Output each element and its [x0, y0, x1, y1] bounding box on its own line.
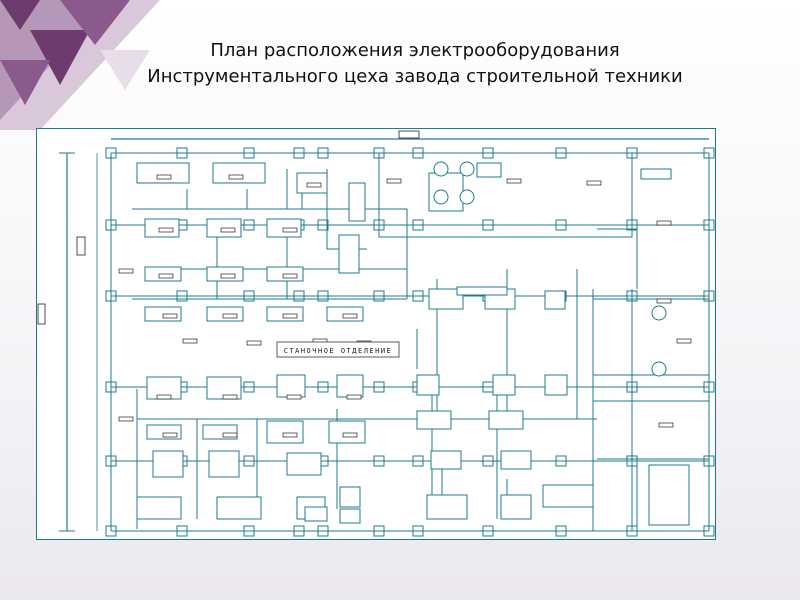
machine-tag [656, 220, 672, 226]
dimension-lines [37, 130, 709, 532]
machine-tag [282, 313, 298, 319]
machine [544, 374, 568, 396]
floor-plan: СТАНОЧНОЕ ОТДЕЛЕНИЕ [37, 130, 715, 537]
floor-plan-frame: СТАНОЧНОЕ ОТДЕЛЕНИЕ [36, 128, 716, 540]
machine [348, 182, 366, 222]
machine-tag [158, 273, 174, 279]
dimension-label-left [37, 303, 46, 325]
machine-tag [220, 273, 236, 279]
machine-tag [222, 394, 238, 400]
machines [118, 161, 692, 526]
walls [110, 152, 710, 532]
slide-title: План расположения электрооборудования Ин… [60, 38, 770, 90]
machine-tag [118, 268, 134, 274]
machine-tag [306, 182, 322, 188]
machine-tag [246, 340, 262, 346]
machine-tag [586, 180, 602, 186]
machine [339, 486, 361, 508]
motor-symbol [459, 189, 475, 205]
machine-tag [156, 174, 172, 180]
machine-tag [158, 227, 174, 233]
cable-route [597, 458, 638, 529]
machine [339, 508, 361, 524]
machine [430, 450, 462, 470]
machine [648, 464, 690, 526]
machine-tag [656, 298, 672, 304]
machine [416, 410, 452, 430]
machine-tag [386, 178, 402, 184]
machine-tag [676, 338, 692, 344]
machine-tag [282, 432, 298, 438]
dimension-label-top [398, 130, 420, 139]
machine [266, 420, 304, 444]
dimension-label-left-inner [76, 236, 86, 256]
machine [544, 290, 566, 310]
machine [276, 374, 306, 398]
motor-symbol [433, 189, 449, 205]
machine [216, 496, 262, 520]
machine [328, 420, 366, 444]
motor-symbol [651, 361, 667, 377]
machine-tag [286, 394, 302, 400]
cable-route [597, 228, 638, 289]
title-line-2: Инструментального цеха завода строительн… [147, 66, 683, 87]
machine-tag [222, 432, 238, 438]
motor-symbol [459, 161, 475, 177]
wall-room-top-right [378, 153, 633, 238]
machine [152, 450, 184, 478]
machine [212, 162, 266, 184]
motor-symbol [433, 161, 449, 177]
machine-tag [118, 416, 134, 422]
machine-tag [282, 273, 298, 279]
machine-tag [282, 227, 298, 233]
machine [136, 162, 190, 184]
machine [428, 288, 464, 310]
machine [640, 168, 672, 180]
center-label: СТАНОЧНОЕ ОТДЕЛЕНИЕ [284, 347, 393, 355]
center-label-box [276, 341, 400, 358]
corner-decoration [0, 0, 160, 130]
machine [208, 450, 240, 478]
machine [492, 374, 516, 396]
machine-tag [342, 313, 358, 319]
machine [336, 374, 364, 398]
machine-tag [506, 178, 522, 184]
machine [304, 506, 328, 522]
machine-tag [342, 432, 358, 438]
machine-tag [182, 338, 198, 344]
title-line-1: План расположения электрооборудования [210, 40, 620, 61]
machine [286, 452, 322, 476]
machine-tag [220, 227, 236, 233]
motor-symbol [651, 305, 667, 321]
machine [456, 286, 508, 296]
machine [500, 450, 532, 470]
machine [338, 234, 360, 274]
machine [426, 494, 468, 520]
machine [500, 494, 532, 520]
machine [542, 484, 594, 508]
machine-tag [228, 174, 244, 180]
machine [488, 410, 524, 430]
machine-tag [156, 394, 172, 400]
machine-tag [162, 313, 178, 319]
machine-tag [162, 432, 178, 438]
machine-tag [222, 313, 238, 319]
machine [136, 496, 182, 520]
machine [476, 162, 502, 178]
machine-tag [346, 394, 362, 400]
machine [416, 374, 440, 396]
machine-tag [658, 422, 674, 428]
